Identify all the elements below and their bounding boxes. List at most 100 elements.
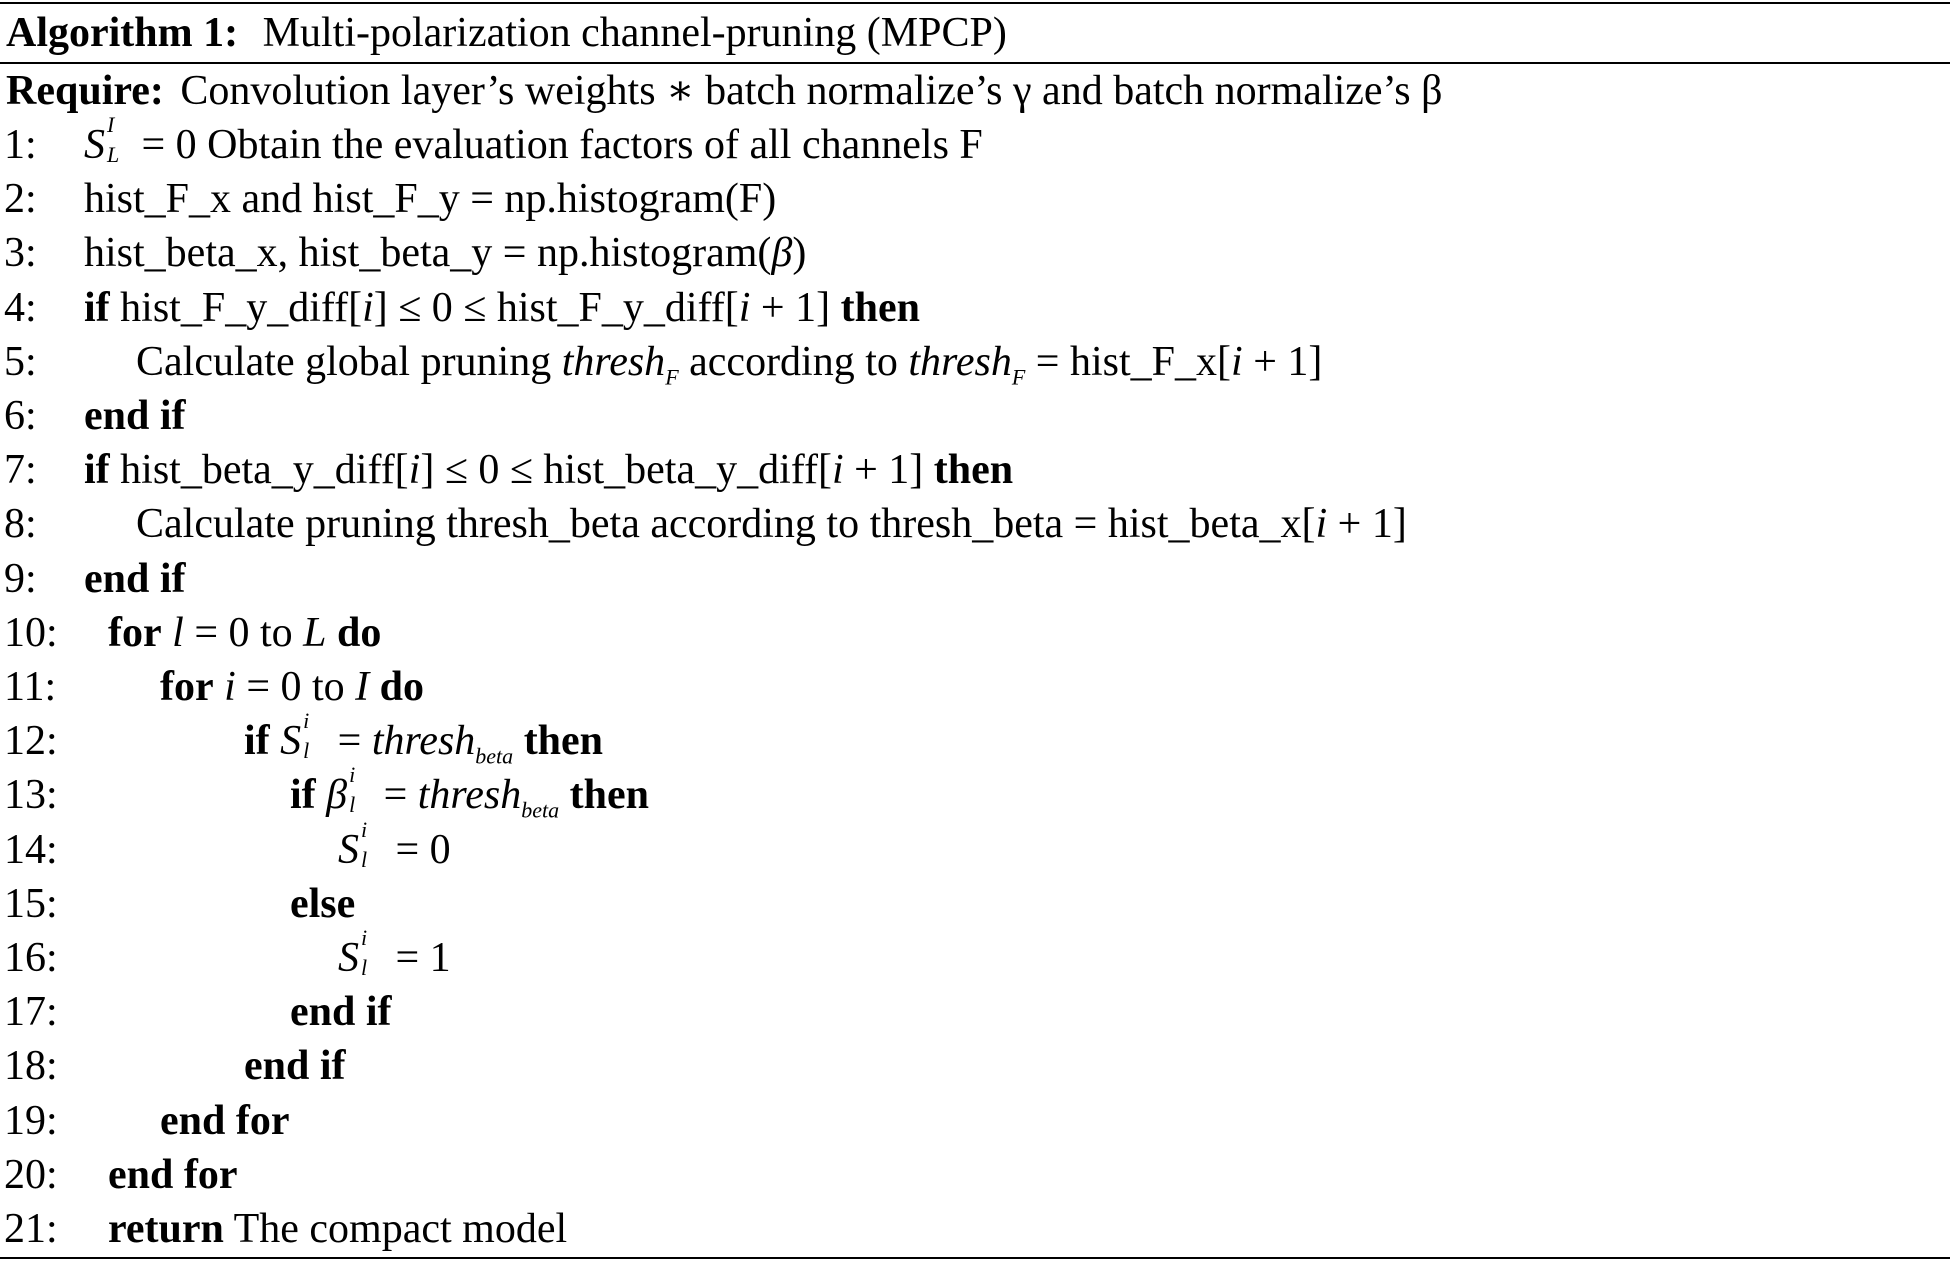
line-text bbox=[316, 772, 327, 818]
line-number: 19: bbox=[4, 1097, 58, 1144]
superscript: i bbox=[349, 762, 356, 788]
line-text: hist_F_x and hist_F_y = np.histogram(F) bbox=[84, 176, 777, 223]
algorithm-label: Algorithm 1: bbox=[6, 10, 239, 56]
line-body: Calculate pruning thresh_beta according … bbox=[136, 497, 1407, 551]
line-body: end for bbox=[160, 1094, 290, 1148]
line-number: 11: bbox=[4, 664, 57, 710]
line-number: 18: bbox=[4, 1043, 58, 1090]
math-symbol: i bbox=[1231, 338, 1243, 385]
line-text: + 1] bbox=[1327, 501, 1407, 548]
line-text: + 1] bbox=[1242, 338, 1323, 385]
keyword: if bbox=[84, 447, 110, 494]
math-symbol: l bbox=[172, 609, 184, 656]
keyword: if bbox=[244, 718, 270, 765]
keyword: end for bbox=[160, 1097, 290, 1144]
keyword: end for bbox=[108, 1151, 238, 1198]
math-symbol: i bbox=[224, 664, 236, 710]
algorithm-name: Multi-polarization channel-pruning (MPCP… bbox=[262, 10, 1007, 56]
line-text: + 1] bbox=[843, 447, 934, 494]
superscript: I bbox=[107, 112, 115, 137]
line-number: 3: bbox=[4, 230, 37, 277]
math-symbol: S bbox=[84, 122, 105, 168]
line-text bbox=[162, 610, 173, 656]
keyword: for bbox=[108, 609, 162, 656]
line-body: end for bbox=[108, 1148, 238, 1202]
line-body: hist_beta_x, hist_beta_y = np.histogram(… bbox=[84, 226, 806, 280]
subscript: L bbox=[107, 142, 120, 167]
math-symbol: β bbox=[326, 772, 348, 819]
line-text: hist_F_y_diff[ bbox=[109, 284, 363, 331]
line-body: return The compact model bbox=[108, 1202, 567, 1256]
line-text: The compact model bbox=[223, 1206, 568, 1252]
math-symbol: L bbox=[303, 609, 327, 656]
line-text bbox=[214, 664, 225, 710]
bottom-rule bbox=[0, 1257, 1950, 1259]
line-text: hist_beta_x, hist_beta_y = np.histogram( bbox=[84, 230, 772, 277]
keyword: end if bbox=[244, 1043, 346, 1090]
keyword: then bbox=[569, 772, 649, 819]
math-symbol: thresh bbox=[908, 338, 1012, 385]
line-number: 4: bbox=[4, 284, 37, 331]
line-text: = hist_F_x[ bbox=[1025, 338, 1232, 385]
math-symbol: I bbox=[355, 664, 370, 710]
subscript: l bbox=[349, 792, 356, 818]
keyword: then bbox=[523, 718, 604, 765]
line-body: end if bbox=[84, 552, 186, 606]
line-text bbox=[513, 718, 524, 764]
line-text bbox=[559, 772, 570, 818]
line-body: end if bbox=[84, 389, 186, 443]
math-symbol: S bbox=[280, 718, 302, 765]
line-number: 12: bbox=[4, 718, 58, 765]
line-number: 1: bbox=[4, 122, 37, 168]
line-text: + 1] bbox=[750, 284, 841, 331]
subscript: l bbox=[303, 738, 310, 764]
subscript: F bbox=[1011, 364, 1026, 390]
keyword: do bbox=[379, 664, 425, 710]
math-symbol: β bbox=[771, 230, 793, 277]
line-text: = 0 to bbox=[235, 664, 356, 710]
line-text bbox=[327, 610, 338, 656]
algorithm-title: Algorithm 1: Multi-polarization channel-… bbox=[6, 4, 1007, 62]
subscript: beta bbox=[475, 743, 514, 769]
line-number: 2: bbox=[4, 176, 37, 223]
line-number: 10: bbox=[4, 609, 58, 656]
line-text: ] ≤ 0 ≤ hist_beta_y_diff[ bbox=[420, 447, 832, 494]
line-text: hist_beta_y_diff[ bbox=[109, 447, 409, 494]
superscript: i bbox=[361, 925, 368, 950]
keyword: end if bbox=[84, 393, 186, 439]
line-text: Calculate pruning thresh_beta according … bbox=[136, 501, 1316, 548]
line-text: = bbox=[327, 718, 372, 765]
math-symbol: i bbox=[738, 284, 751, 331]
subscript: F bbox=[665, 364, 679, 390]
require-text: Convolution layer’s weights ∗ batch norm… bbox=[180, 68, 1443, 114]
line-text: ) bbox=[792, 230, 807, 277]
line-number: 9: bbox=[4, 555, 37, 602]
subscript: l bbox=[361, 955, 368, 980]
keyword: then bbox=[933, 447, 1014, 494]
line-number: 20: bbox=[4, 1151, 58, 1198]
line-number: 15: bbox=[4, 880, 58, 927]
superscript: i bbox=[361, 816, 368, 842]
line-body: end if bbox=[290, 985, 392, 1039]
line-number: 17: bbox=[4, 989, 58, 1036]
keyword: end if bbox=[290, 989, 392, 1036]
subscript: beta bbox=[521, 797, 560, 823]
line-body: hist_F_x and hist_F_y = np.histogram(F) bbox=[84, 172, 776, 226]
math-symbol: i bbox=[408, 447, 421, 494]
keyword: return bbox=[108, 1206, 224, 1252]
math-symbol: S bbox=[338, 826, 359, 873]
math-symbol: thresh bbox=[561, 338, 666, 385]
keyword: then bbox=[840, 284, 920, 331]
keyword: if bbox=[290, 772, 316, 819]
line-text: = bbox=[373, 772, 418, 819]
line-text: ] ≤ 0 ≤ hist_F_y_diff[ bbox=[373, 284, 739, 331]
line-number: 14: bbox=[4, 826, 58, 873]
